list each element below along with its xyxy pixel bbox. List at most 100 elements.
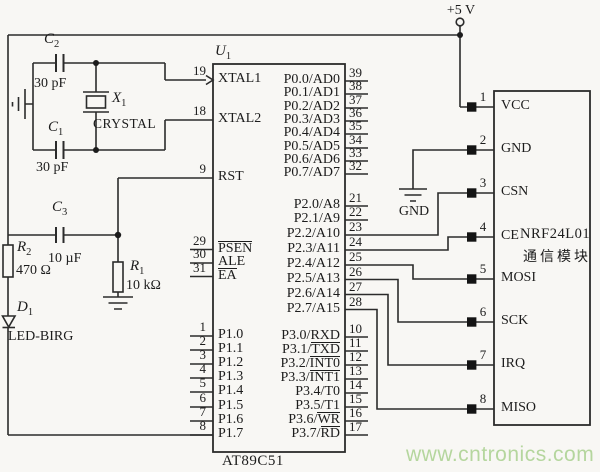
mcu-left-pin-7-number: 7 <box>199 404 207 419</box>
pin-name-text: RST <box>218 169 244 184</box>
mcu-p2-pin-24-number: 24 <box>349 234 362 249</box>
mosi-wire <box>345 264 494 280</box>
pin-name-text: P3.4/T0 <box>295 384 340 399</box>
irq-wire <box>345 293 494 366</box>
mcu-left-pin-9-number: 9 <box>199 161 207 176</box>
r1-ref: R <box>130 258 140 274</box>
nrf-pin-5-number: 5 <box>479 261 487 276</box>
pin-name-text: P0.1/AD1 <box>283 85 340 100</box>
pin-name-text: XTAL1 <box>218 71 262 86</box>
mcu-p3-pin-11-number: 11 <box>349 335 362 350</box>
junction-dot <box>114 231 122 239</box>
mcu-p3-pin-16-name: P3.6/WR <box>216 412 340 428</box>
mcu-ref-label: U1 <box>215 43 231 63</box>
c3-value-label: 10 µF <box>48 251 82 266</box>
mcu-p0-pin-34-name: P0.5/AD5 <box>216 139 340 155</box>
pin-name-text: GND <box>501 141 532 156</box>
pin-name-text: P1.0 <box>218 327 244 342</box>
c2-ref-label: C2 <box>44 31 59 51</box>
mcu-p0-pin-38-number: 38 <box>349 78 362 93</box>
junction-dot <box>93 60 99 66</box>
mcu-p0-pin-33-name: P0.6/AD6 <box>216 152 340 168</box>
miso-wire <box>345 308 494 410</box>
nrf-pin-8-number: 8 <box>479 391 487 406</box>
d1-ref: D <box>17 299 28 315</box>
r1-ref-sub: 1 <box>139 266 145 277</box>
gnd-label: GND <box>398 204 430 219</box>
mcu-p2-pin-23-name: P2.2/A10 <box>216 226 340 242</box>
led-circuit <box>1 244 17 329</box>
mcu-p3-pin-10-number: 10 <box>349 321 362 336</box>
mcu-p2-pin-26-number: 26 <box>349 264 362 279</box>
mcu-p0-pin-36-name: P0.3/AD3 <box>216 112 340 128</box>
mcu-left-pin-3-number: 3 <box>199 347 207 362</box>
mcu-left-pin-1-number: 1 <box>199 319 207 334</box>
mcu-left-pin-9-name: RST <box>218 169 244 185</box>
d1-ref-label: D1 <box>17 299 33 319</box>
mcu-p3-pin-16-number: 16 <box>349 405 362 420</box>
mcu-p3-pin-12-number: 12 <box>349 349 362 364</box>
mcu-left-pin-7-name: P1.6 <box>218 412 243 428</box>
mcu-p0-pin-32-name: P0.7/AD7 <box>216 165 340 181</box>
mcu-left-pin-2-number: 2 <box>199 333 207 348</box>
resistor-r2-body <box>2 244 14 278</box>
r2-ref: R <box>17 239 27 255</box>
pin-name-text: XTAL2 <box>218 111 262 126</box>
c2-ref-sub: 2 <box>54 39 60 50</box>
pin-name-overline-text: WR <box>317 412 340 427</box>
mcu-p3-pin-13-number: 13 <box>349 363 362 378</box>
mcu-p3-pin-17-name: P3.7/RD <box>216 426 340 442</box>
mcu-p0-pin-39-number: 39 <box>349 65 362 80</box>
pin-name-text: P2.7/A15 <box>286 300 340 316</box>
x1-ref-sub: 1 <box>121 98 127 109</box>
mcu-p2-pin-27-name: P2.6/A14 <box>216 286 340 302</box>
mcu-ref: U <box>215 43 226 59</box>
mcu-left-pin-8-number: 8 <box>199 418 207 433</box>
mcu-left-pin-4-name: P1.3 <box>218 369 243 385</box>
c2-ref: C <box>44 31 55 47</box>
c1-value-label: 30 pF <box>36 160 69 175</box>
nrf-pin-6-number: 6 <box>479 304 487 319</box>
mcu-p2-pin-22-number: 22 <box>349 204 362 219</box>
pin-name-text: P1.4 <box>218 383 244 398</box>
reset-circuit <box>8 177 213 310</box>
nrf-box <box>493 90 591 426</box>
pin-name-text: P1.1 <box>218 341 244 356</box>
pin-name-text: ALE <box>218 254 246 269</box>
nrf-pin-4-name: CE <box>501 228 519 244</box>
pin-name-text: P2.4/A12 <box>286 256 340 271</box>
pin-name-text: P3.2/ <box>280 356 310 371</box>
pin-name-text: P0.4/AD4 <box>283 125 340 140</box>
mcu-pin-stubs <box>190 80 368 436</box>
ground-symbol-r1 <box>103 296 133 310</box>
mcu-left-pin-31-number: 31 <box>193 259 206 275</box>
d1-type-label: LED-BIRG <box>8 329 74 344</box>
mcu-p2-pin-28-name: P2.7/A15 <box>216 301 340 317</box>
pin-name-overline-text: TXD <box>311 342 340 357</box>
r1-ref-label: R1 <box>130 258 144 278</box>
mcu-left-pin-31-name: EA <box>218 267 237 284</box>
pin-name-text: P0.6/AD6 <box>283 152 340 167</box>
nrf-pin-3-name: CSN <box>501 184 528 200</box>
c1-ref-label: C1 <box>48 119 63 139</box>
c1-ref-sub: 1 <box>58 127 64 138</box>
pin-name-text: P3.7/ <box>291 426 321 441</box>
mcu-left-pin-30-number: 30 <box>193 246 206 261</box>
mcu-p0-pin-36-number: 36 <box>349 105 362 120</box>
r2-ref-sub: 2 <box>26 247 32 258</box>
xtal1-arrowhead <box>205 74 215 86</box>
mcu-p3-pin-14-name: P3.4/T0 <box>216 384 340 400</box>
mcu-left-pin-18-number: 18 <box>193 103 206 118</box>
mcu-p0-pin-32-number: 32 <box>349 158 362 173</box>
mcu-p0-pin-33-number: 33 <box>349 145 362 160</box>
pin-name-text: P3.6/ <box>288 412 318 427</box>
pin-name-text: MISO <box>501 400 537 415</box>
mcu-left-pin-1-name: P1.0 <box>218 327 243 343</box>
mcu-left-pin-6-number: 6 <box>199 390 207 405</box>
capacitor-c3-plates <box>55 227 65 243</box>
pin-name-text: P1.3 <box>218 369 244 384</box>
junction-dot <box>93 147 99 153</box>
mcu-p2-pin-21-number: 21 <box>349 190 362 205</box>
nrf-pin-6-name: SCK <box>501 313 528 329</box>
